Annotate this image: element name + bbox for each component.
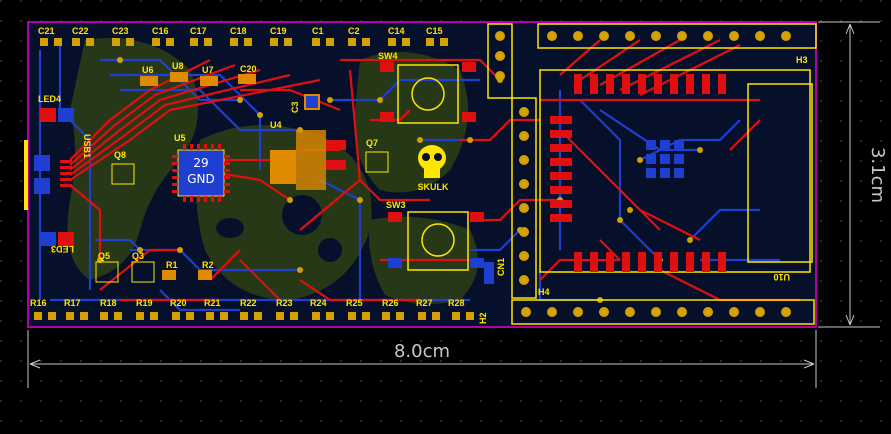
- usb-connector: [24, 140, 72, 210]
- svg-text:R24: R24: [310, 298, 327, 308]
- svg-text:H3: H3: [796, 55, 808, 65]
- chip-pin-number: 29: [193, 156, 208, 170]
- svg-text:U10: U10: [773, 272, 790, 282]
- svg-text:U6: U6: [142, 65, 154, 75]
- svg-text:R20: R20: [170, 298, 187, 308]
- svg-text:Q3: Q3: [132, 251, 144, 261]
- svg-text:C1: C1: [312, 26, 324, 36]
- svg-text:R26: R26: [382, 298, 399, 308]
- svg-text:LED4: LED4: [38, 94, 61, 104]
- dimension-height: [818, 21, 880, 328]
- u10-module: [539, 69, 813, 273]
- svg-text:LED3: LED3: [51, 244, 74, 254]
- svg-text:R18: R18: [100, 298, 117, 308]
- svg-text:U4: U4: [270, 120, 282, 130]
- svg-text:Q7: Q7: [366, 138, 378, 148]
- svg-text:H2: H2: [478, 312, 488, 324]
- svg-text:CN1: CN1: [496, 258, 506, 276]
- svg-text:C14: C14: [388, 26, 405, 36]
- svg-text:C15: C15: [426, 26, 443, 36]
- misc-designators: U6 U8 U7 C20 SW4 SW3 C3 U4 U5 Q8 Q7 Q5 Q…: [38, 51, 808, 324]
- svg-text:R23: R23: [276, 298, 293, 308]
- svg-text:C21: C21: [38, 26, 55, 36]
- svg-text:R25: R25: [346, 298, 363, 308]
- svg-text:R16: R16: [30, 298, 47, 308]
- svg-text:R27: R27: [416, 298, 433, 308]
- left-pin-header: [487, 23, 537, 299]
- sw4-switch: [380, 62, 476, 124]
- top-designators: C21 C22 C23 C16 C17 C18 C19 C1 C2 C14 C1…: [38, 26, 443, 36]
- logo-text: SKULK: [418, 182, 449, 192]
- svg-text:R2: R2: [202, 260, 214, 270]
- u4-regulator: [270, 130, 346, 190]
- svg-text:C17: C17: [190, 26, 207, 36]
- header-pads: [495, 31, 791, 317]
- svg-text:C19: C19: [270, 26, 287, 36]
- svg-text:H4: H4: [538, 287, 550, 297]
- svg-text:R1: R1: [166, 260, 178, 270]
- dimension-width: [27, 330, 817, 388]
- svg-text:R17: R17: [64, 298, 81, 308]
- svg-text:R19: R19: [136, 298, 153, 308]
- svg-text:USB1: USB1: [82, 134, 92, 158]
- skull-logo: [418, 145, 446, 178]
- svg-text:C22: C22: [72, 26, 89, 36]
- svg-text:SW3: SW3: [386, 200, 406, 210]
- bottom-resistor-pads: [34, 312, 474, 320]
- svg-text:U5: U5: [174, 133, 186, 143]
- svg-text:C16: C16: [152, 26, 169, 36]
- bottom-designators: R16 R17 R18 R19 R20 R21 R22 R23 R24 R25 …: [30, 298, 465, 308]
- svg-text:C23: C23: [112, 26, 129, 36]
- svg-text:R21: R21: [204, 298, 221, 308]
- small-components: [95, 72, 494, 284]
- svg-text:C2: C2: [348, 26, 360, 36]
- fill-voids: [216, 195, 342, 262]
- svg-text:Q8: Q8: [114, 150, 126, 160]
- chip-net-label: GND: [187, 172, 215, 186]
- top-capacitor-pads: [40, 38, 448, 46]
- u5-chip: [172, 144, 230, 202]
- height-dimension-label: 3.1cm: [867, 147, 888, 203]
- svg-text:U8: U8: [172, 61, 184, 71]
- sw3-switch: [388, 211, 484, 271]
- svg-text:R22: R22: [240, 298, 257, 308]
- led-pads: [40, 108, 74, 246]
- bottom-pin-header: [511, 299, 815, 325]
- svg-text:SW4: SW4: [378, 51, 398, 61]
- svg-text:R28: R28: [448, 298, 465, 308]
- top-pin-header: [537, 23, 817, 49]
- svg-text:U7: U7: [202, 65, 214, 75]
- svg-text:C3: C3: [290, 101, 300, 113]
- svg-text:C20: C20: [240, 64, 257, 74]
- width-dimension-label: 8.0cm: [394, 341, 450, 362]
- svg-text:C18: C18: [230, 26, 247, 36]
- svg-text:Q5: Q5: [98, 251, 110, 261]
- c3-pad: [304, 94, 320, 110]
